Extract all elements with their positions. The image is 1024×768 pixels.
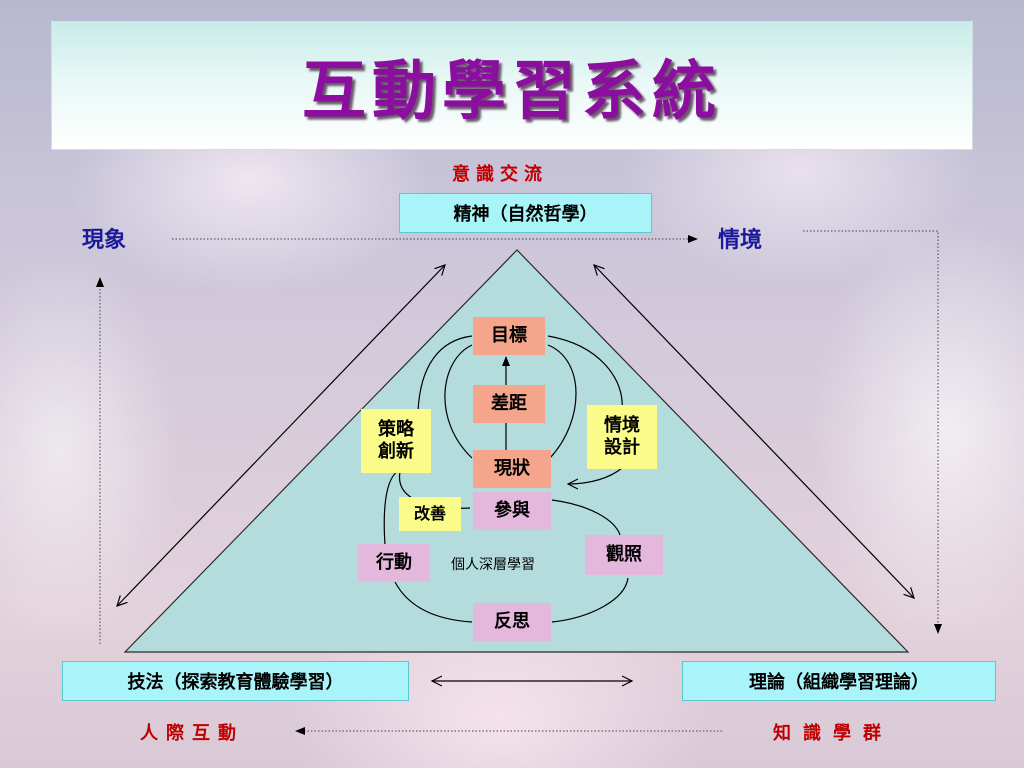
situation-label: 情境 xyxy=(718,227,763,253)
interpersonal-label: 人際互動 xyxy=(140,723,244,744)
node-strategy: 策略 創新 xyxy=(361,409,431,473)
phenomenon-label: 現象 xyxy=(82,227,127,253)
deep-learning-label: 個人深層學習 xyxy=(451,557,535,573)
node-gap: 差距 xyxy=(473,385,545,423)
curve-situation-to-status xyxy=(568,467,623,484)
theory-box: 理論（組織學習理論） xyxy=(682,661,996,701)
spirit-box: 精神（自然哲學） xyxy=(399,193,652,233)
double-arrow-left-side xyxy=(117,265,445,606)
node-strategy-line1: 策略 xyxy=(378,418,414,440)
knowledge-group-label: 知識學群 xyxy=(773,723,893,744)
node-situation-line2: 設計 xyxy=(604,437,640,458)
curve-inner-right xyxy=(547,344,577,459)
node-action: 行動 xyxy=(358,544,430,582)
double-arrow-right-side xyxy=(594,265,914,598)
node-goal: 目標 xyxy=(473,317,545,355)
curve-goal-right xyxy=(547,335,623,411)
node-reflect: 反思 xyxy=(473,603,551,641)
page-title: 互動學習系統 xyxy=(302,53,722,129)
node-situation-line1: 情境 xyxy=(604,414,640,436)
curve-participate-right xyxy=(551,499,621,536)
skills-box: 技法（探索教育體驗學習） xyxy=(62,661,409,701)
node-observe: 觀照 xyxy=(585,535,663,575)
curve-goal-left xyxy=(417,335,473,413)
title-banner: 互動學習系統 xyxy=(51,21,973,150)
curve-inner-left xyxy=(444,344,473,459)
node-improve: 改善 xyxy=(399,497,461,531)
curve-lower-cycle-right xyxy=(551,577,629,623)
node-participate: 參與 xyxy=(473,492,551,530)
curve-lower-cycle-left xyxy=(394,581,473,623)
arrow-situation-to-theory xyxy=(803,230,942,634)
node-status: 現狀 xyxy=(473,450,551,488)
consciousness-exchange-label: 意識交流 xyxy=(452,164,548,185)
node-strategy-line2: 創新 xyxy=(378,441,414,462)
node-situation-design: 情境 設計 xyxy=(587,405,657,469)
